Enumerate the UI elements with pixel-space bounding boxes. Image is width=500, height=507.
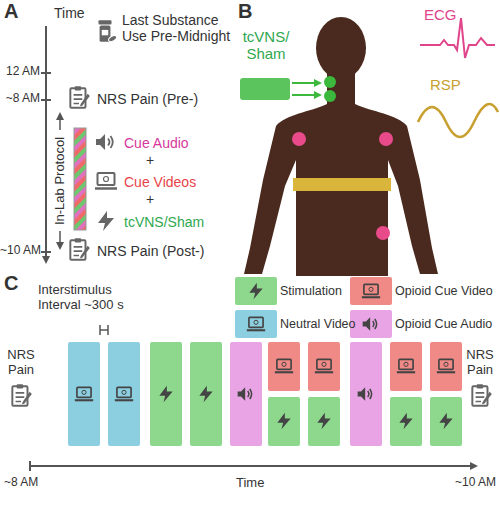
legend-text: Opioid Cue Video: [395, 284, 493, 298]
legend-text: Stimulation: [280, 284, 342, 298]
plus-sign: +: [140, 152, 160, 168]
signal-label: ECG: [424, 6, 457, 23]
protocol-blocks: [30, 325, 476, 471]
time-label: ~8 AM: [4, 476, 38, 490]
time-label: 12 AM: [0, 65, 40, 79]
time-label: ~8 AM: [0, 92, 40, 106]
legend-text: Opioid Cue Audio: [395, 317, 492, 331]
device-label: tcVNS/ Sham: [238, 28, 294, 63]
legend-swatch: [350, 277, 392, 305]
signal-label: RSP: [430, 76, 461, 93]
axis-label: Time: [236, 476, 264, 491]
cue-label: Cue Audio: [124, 135, 189, 151]
plus-sign: +: [140, 191, 160, 207]
axis-label: Time: [54, 5, 85, 21]
interval-label: Interstimulus Interval ~300 s: [38, 283, 142, 313]
panel-letter: C: [4, 272, 18, 295]
event-label: NRS Pain (Pre-): [97, 91, 198, 107]
legend-swatch: [235, 310, 277, 338]
protocol-label: In-Lab Protocol: [53, 137, 68, 225]
legend-swatch: [235, 277, 277, 305]
stimulation-label: tcVNS/Sham: [124, 214, 204, 230]
measure-label: NRS Pain: [459, 348, 500, 378]
event-label: NRS Pain (Post-): [97, 243, 204, 259]
event-label: Last Substance Use Pre-Midnight: [122, 12, 236, 44]
legend-text: Neutral Video: [280, 317, 356, 331]
measure-label: NRS Pain: [0, 348, 42, 378]
cue-label: Cue Videos: [124, 174, 196, 190]
time-label: ~10 AM: [440, 476, 496, 490]
panel-letter: B: [238, 0, 252, 23]
panel-letter: A: [4, 0, 18, 23]
legend-swatch: [350, 310, 392, 338]
timeline-a: [41, 26, 86, 262]
time-label: ~10 AM: [0, 244, 40, 258]
